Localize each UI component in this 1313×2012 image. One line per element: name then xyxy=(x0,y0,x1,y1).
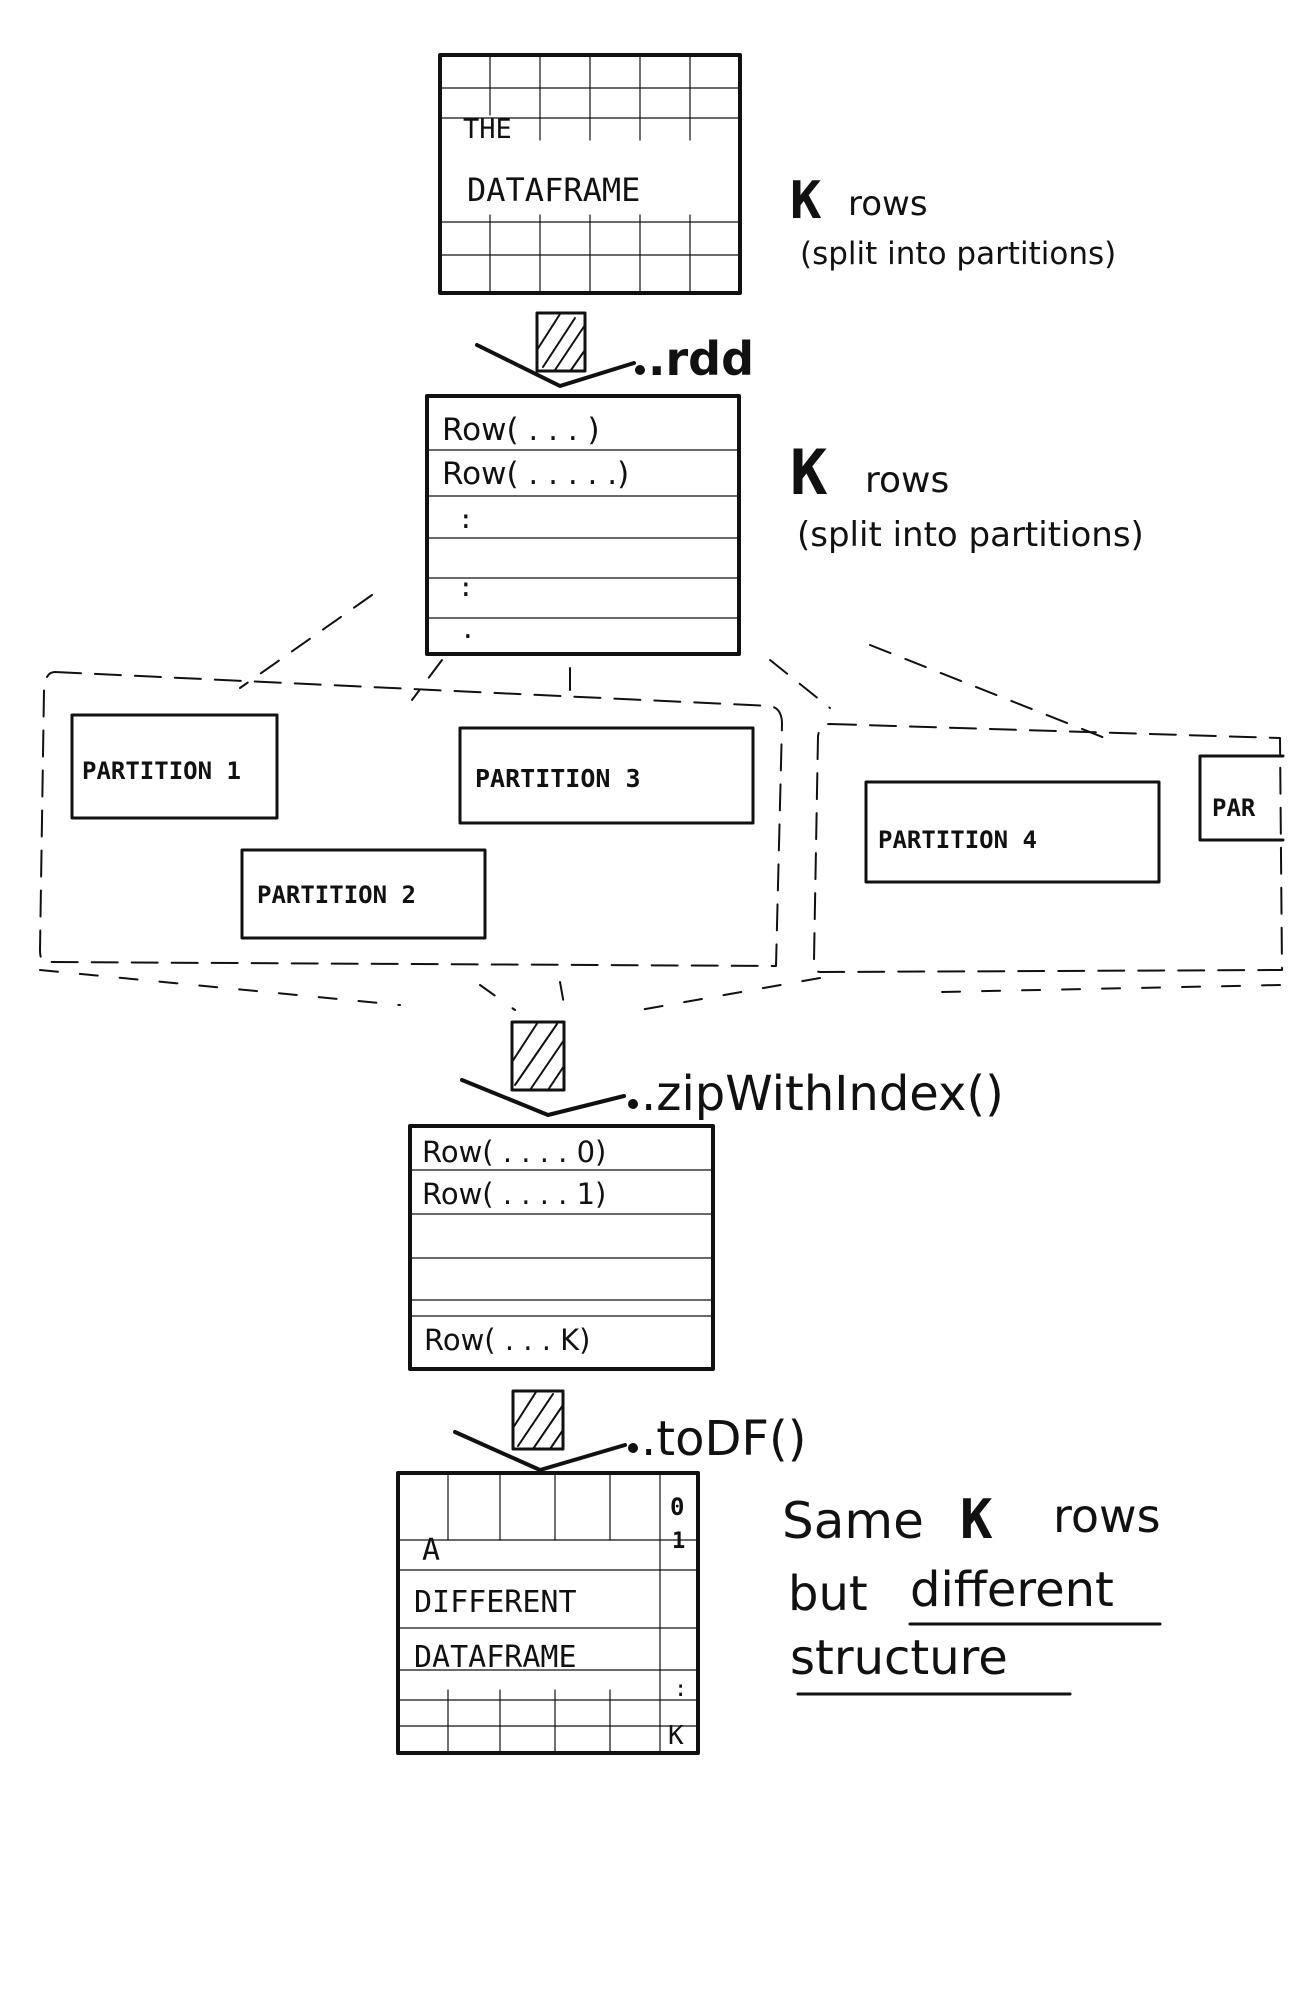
rdd-dots-1: : xyxy=(458,505,474,535)
new-df-index-dots: : xyxy=(674,1677,687,1702)
rdd-row-2: Row( . . . . .) xyxy=(442,456,629,492)
note-bottom-rows: rows xyxy=(1053,1489,1161,1543)
partition-5-label: PAR xyxy=(1212,794,1256,822)
rdd-dots-2: : xyxy=(458,573,474,603)
partition-3: PARTITION 3 xyxy=(458,726,755,825)
new-df-line-different: DIFFERENT xyxy=(414,1585,577,1620)
partition-2: PARTITION 2 xyxy=(240,848,487,940)
zip-row-2: Row( . . . . 1) xyxy=(422,1177,606,1211)
note-bottom-but: but xyxy=(788,1566,868,1622)
note-bottom-same: Same xyxy=(782,1492,924,1550)
rdd-box: Row( . . . ) Row( . . . . .) : : . xyxy=(425,394,741,656)
note-top-rows: rows xyxy=(848,184,928,224)
new-df-line-dataframe: DATAFRAME xyxy=(414,1640,577,1675)
op-zip-label: .zipWithIndex() xyxy=(641,1066,1004,1122)
dataframe-line-1: THE xyxy=(463,114,512,145)
partition-2-label: PARTITION 2 xyxy=(257,881,416,909)
zip-row-1: Row( . . . . 0) xyxy=(422,1135,606,1169)
partition-5-partial: PAR xyxy=(1198,754,1285,842)
dataframe-box: THE DATAFRAME xyxy=(438,53,742,295)
zip-row-last: Row( . . . K) xyxy=(424,1323,590,1357)
fan-lines xyxy=(239,594,1111,741)
converge-lines xyxy=(39,969,1281,1011)
note-bottom-structure: structure xyxy=(790,1630,1008,1686)
new-df-index-0: 0 xyxy=(670,1493,684,1521)
arrow-zip: .zipWithIndex() xyxy=(460,1020,1004,1122)
new-dataframe-box: 0 1 : K A DIFFERENT DATAFRAME xyxy=(396,1471,700,1755)
note-bottom-different: different xyxy=(910,1562,1114,1618)
arrow-rdd: .rdd xyxy=(475,311,754,388)
new-df-index-1: 1 xyxy=(672,1529,685,1554)
note-middle-detail: (split into partitions) xyxy=(797,515,1144,555)
op-todf-label: .toDF() xyxy=(641,1411,806,1467)
note-middle-k: K xyxy=(790,436,828,509)
partition-3-label: PARTITION 3 xyxy=(475,764,641,793)
op-rdd-label: .rdd xyxy=(648,332,754,386)
note-bottom: Same K rows but different structure xyxy=(782,1488,1162,1696)
note-middle-rows: rows xyxy=(865,460,949,501)
note-middle: K rows (split into partitions) xyxy=(790,436,1144,555)
note-bottom-k: K xyxy=(960,1488,993,1551)
partition-4-label: PARTITION 4 xyxy=(878,826,1037,854)
new-df-line-a: A xyxy=(422,1533,440,1568)
partition-4: PARTITION 4 xyxy=(864,780,1161,884)
new-df-index-k: K xyxy=(668,1721,684,1751)
rdd-dots-3: . xyxy=(460,615,476,645)
dataframe-line-2: DATAFRAME xyxy=(467,171,640,209)
partitions-group xyxy=(39,671,1283,1011)
note-top-detail: (split into partitions) xyxy=(800,236,1116,272)
rdd-row-1: Row( . . . ) xyxy=(442,412,600,448)
arrow-todf: .toDF() xyxy=(453,1389,806,1472)
note-top: K rows (split into partitions) xyxy=(790,171,1116,272)
zip-box: Row( . . . . 0) Row( . . . . 1) Row( . .… xyxy=(408,1124,715,1371)
partition-1-label: PARTITION 1 xyxy=(82,757,241,785)
partition-1: PARTITION 1 xyxy=(70,713,279,820)
note-top-k: K xyxy=(790,171,822,231)
